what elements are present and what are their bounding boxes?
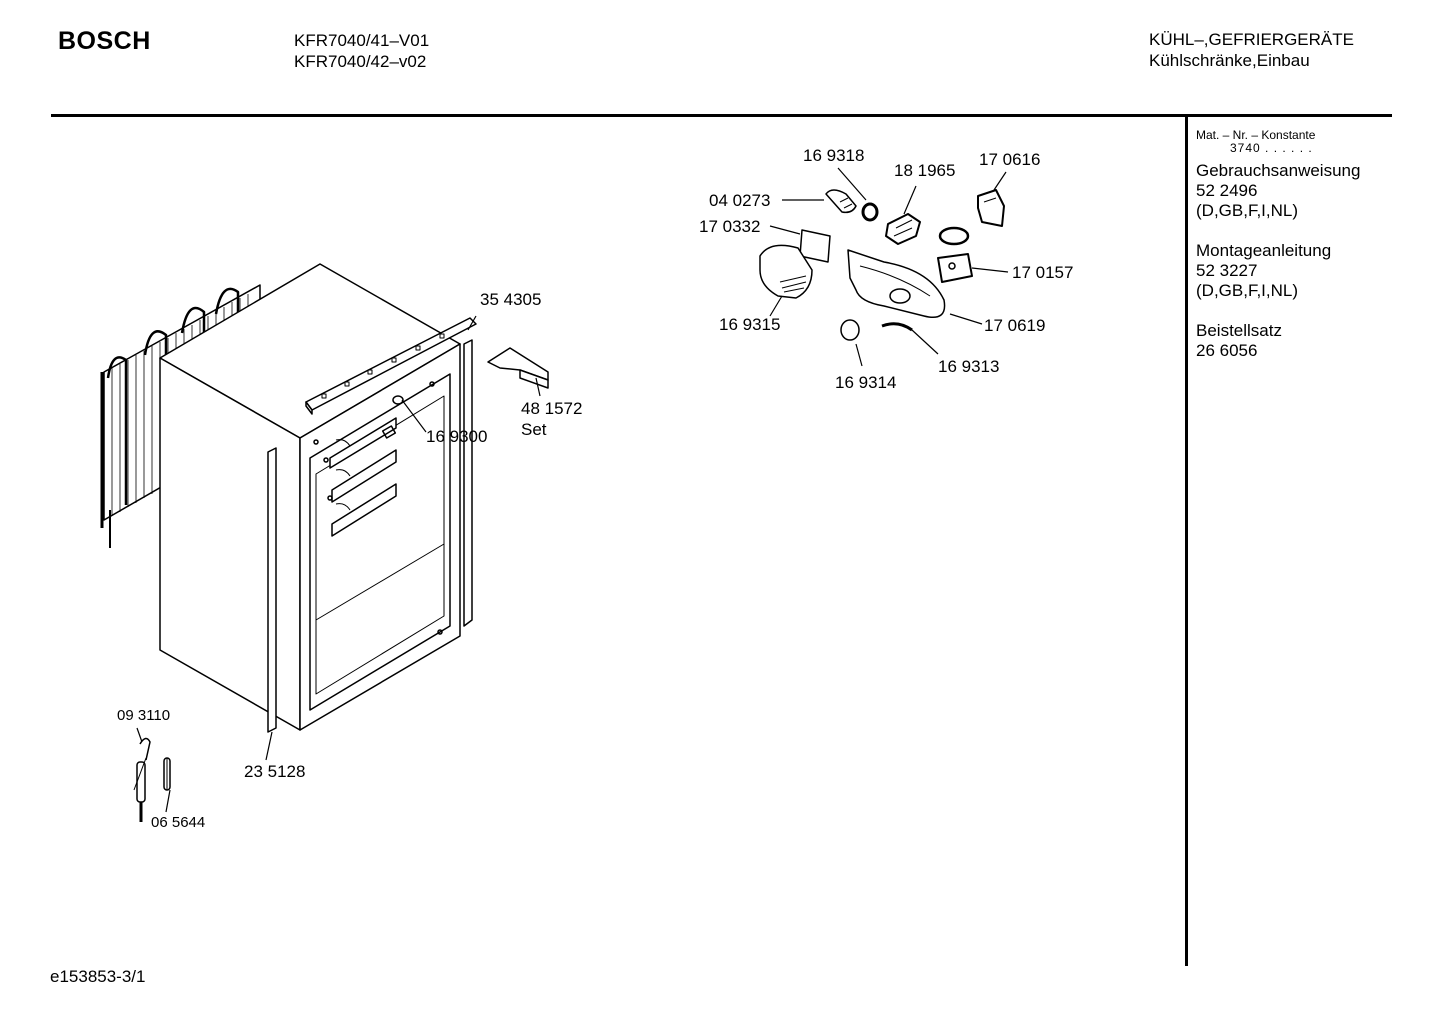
doc-title-2: Montageanleitung [1196,241,1332,260]
label-065644: 06 5644 [151,814,205,831]
constant-value: 3740 . . . . . . [1230,141,1313,155]
doc-title-1: Gebrauchsanweisung [1196,161,1361,180]
sensor-tube [163,757,171,791]
sidebar-divider [1185,117,1188,966]
leader-lines-light [769,167,1009,367]
header-divider [51,114,1392,117]
model-number-1: KFR7040/41–V01 [294,31,430,50]
hinge-bracket [487,347,549,389]
light-switch-strip [881,322,913,332]
bulb-socket-ring [861,202,879,222]
label-093110: 09 3110 [117,707,170,724]
category-subtitle: Kühlschränke,Einbau [1149,51,1310,70]
label-040273: 04 0273 [709,191,770,210]
thermostat-knob [381,395,404,439]
label-170332: 17 0332 [699,217,760,236]
label-170616: 17 0616 [979,150,1040,169]
leader-lines [136,315,541,813]
label-169315: 16 9315 [719,315,780,334]
label-169300: 16 9300 [426,427,487,446]
label-169318: 16 9318 [803,146,864,165]
clip-part [977,189,1005,227]
doc-langs-1: (D,GB,F,I,NL) [1196,201,1299,220]
brand-logo: BOSCH [58,27,151,55]
doc-langs-2: (D,GB,F,I,NL) [1196,281,1299,300]
cabinet-body [159,263,473,733]
doc-number-2: 52 3227 [1196,261,1258,280]
label-181965: 18 1965 [894,161,955,180]
temperature-sensor [133,737,151,822]
thermostat-knob-small [840,319,860,341]
doc-title-3: Beistellsatz [1196,321,1282,340]
thermostat-unit [937,253,973,283]
label-169313: 16 9313 [938,357,999,376]
document-code: e153853-3/1 [50,967,146,986]
label-169314: 16 9314 [835,373,896,392]
doc-number-1: 52 2496 [1196,181,1258,200]
bulb [825,189,857,214]
doc-number-3: 26 6056 [1196,341,1258,360]
diffuser-plate [799,229,831,263]
constant-label: Mat. – Nr. – Konstante [1196,128,1316,142]
label-235128: 23 5128 [244,762,305,781]
mounting-rail [305,317,477,415]
category-title: KÜHL–,GEFRIERGERÄTE [1149,30,1354,49]
lamp-holder [885,213,921,245]
label-170157: 17 0157 [1012,263,1073,282]
model-number-2: KFR7040/42–v02 [294,52,427,71]
lamp-housing [847,249,946,318]
lamp-cover [759,244,813,299]
label-481572-set: Set [521,420,547,439]
label-170619: 17 0619 [984,316,1045,335]
label-481572: 48 1572 [521,399,582,418]
label-354305: 35 4305 [480,290,541,309]
seal-ring [938,226,970,246]
